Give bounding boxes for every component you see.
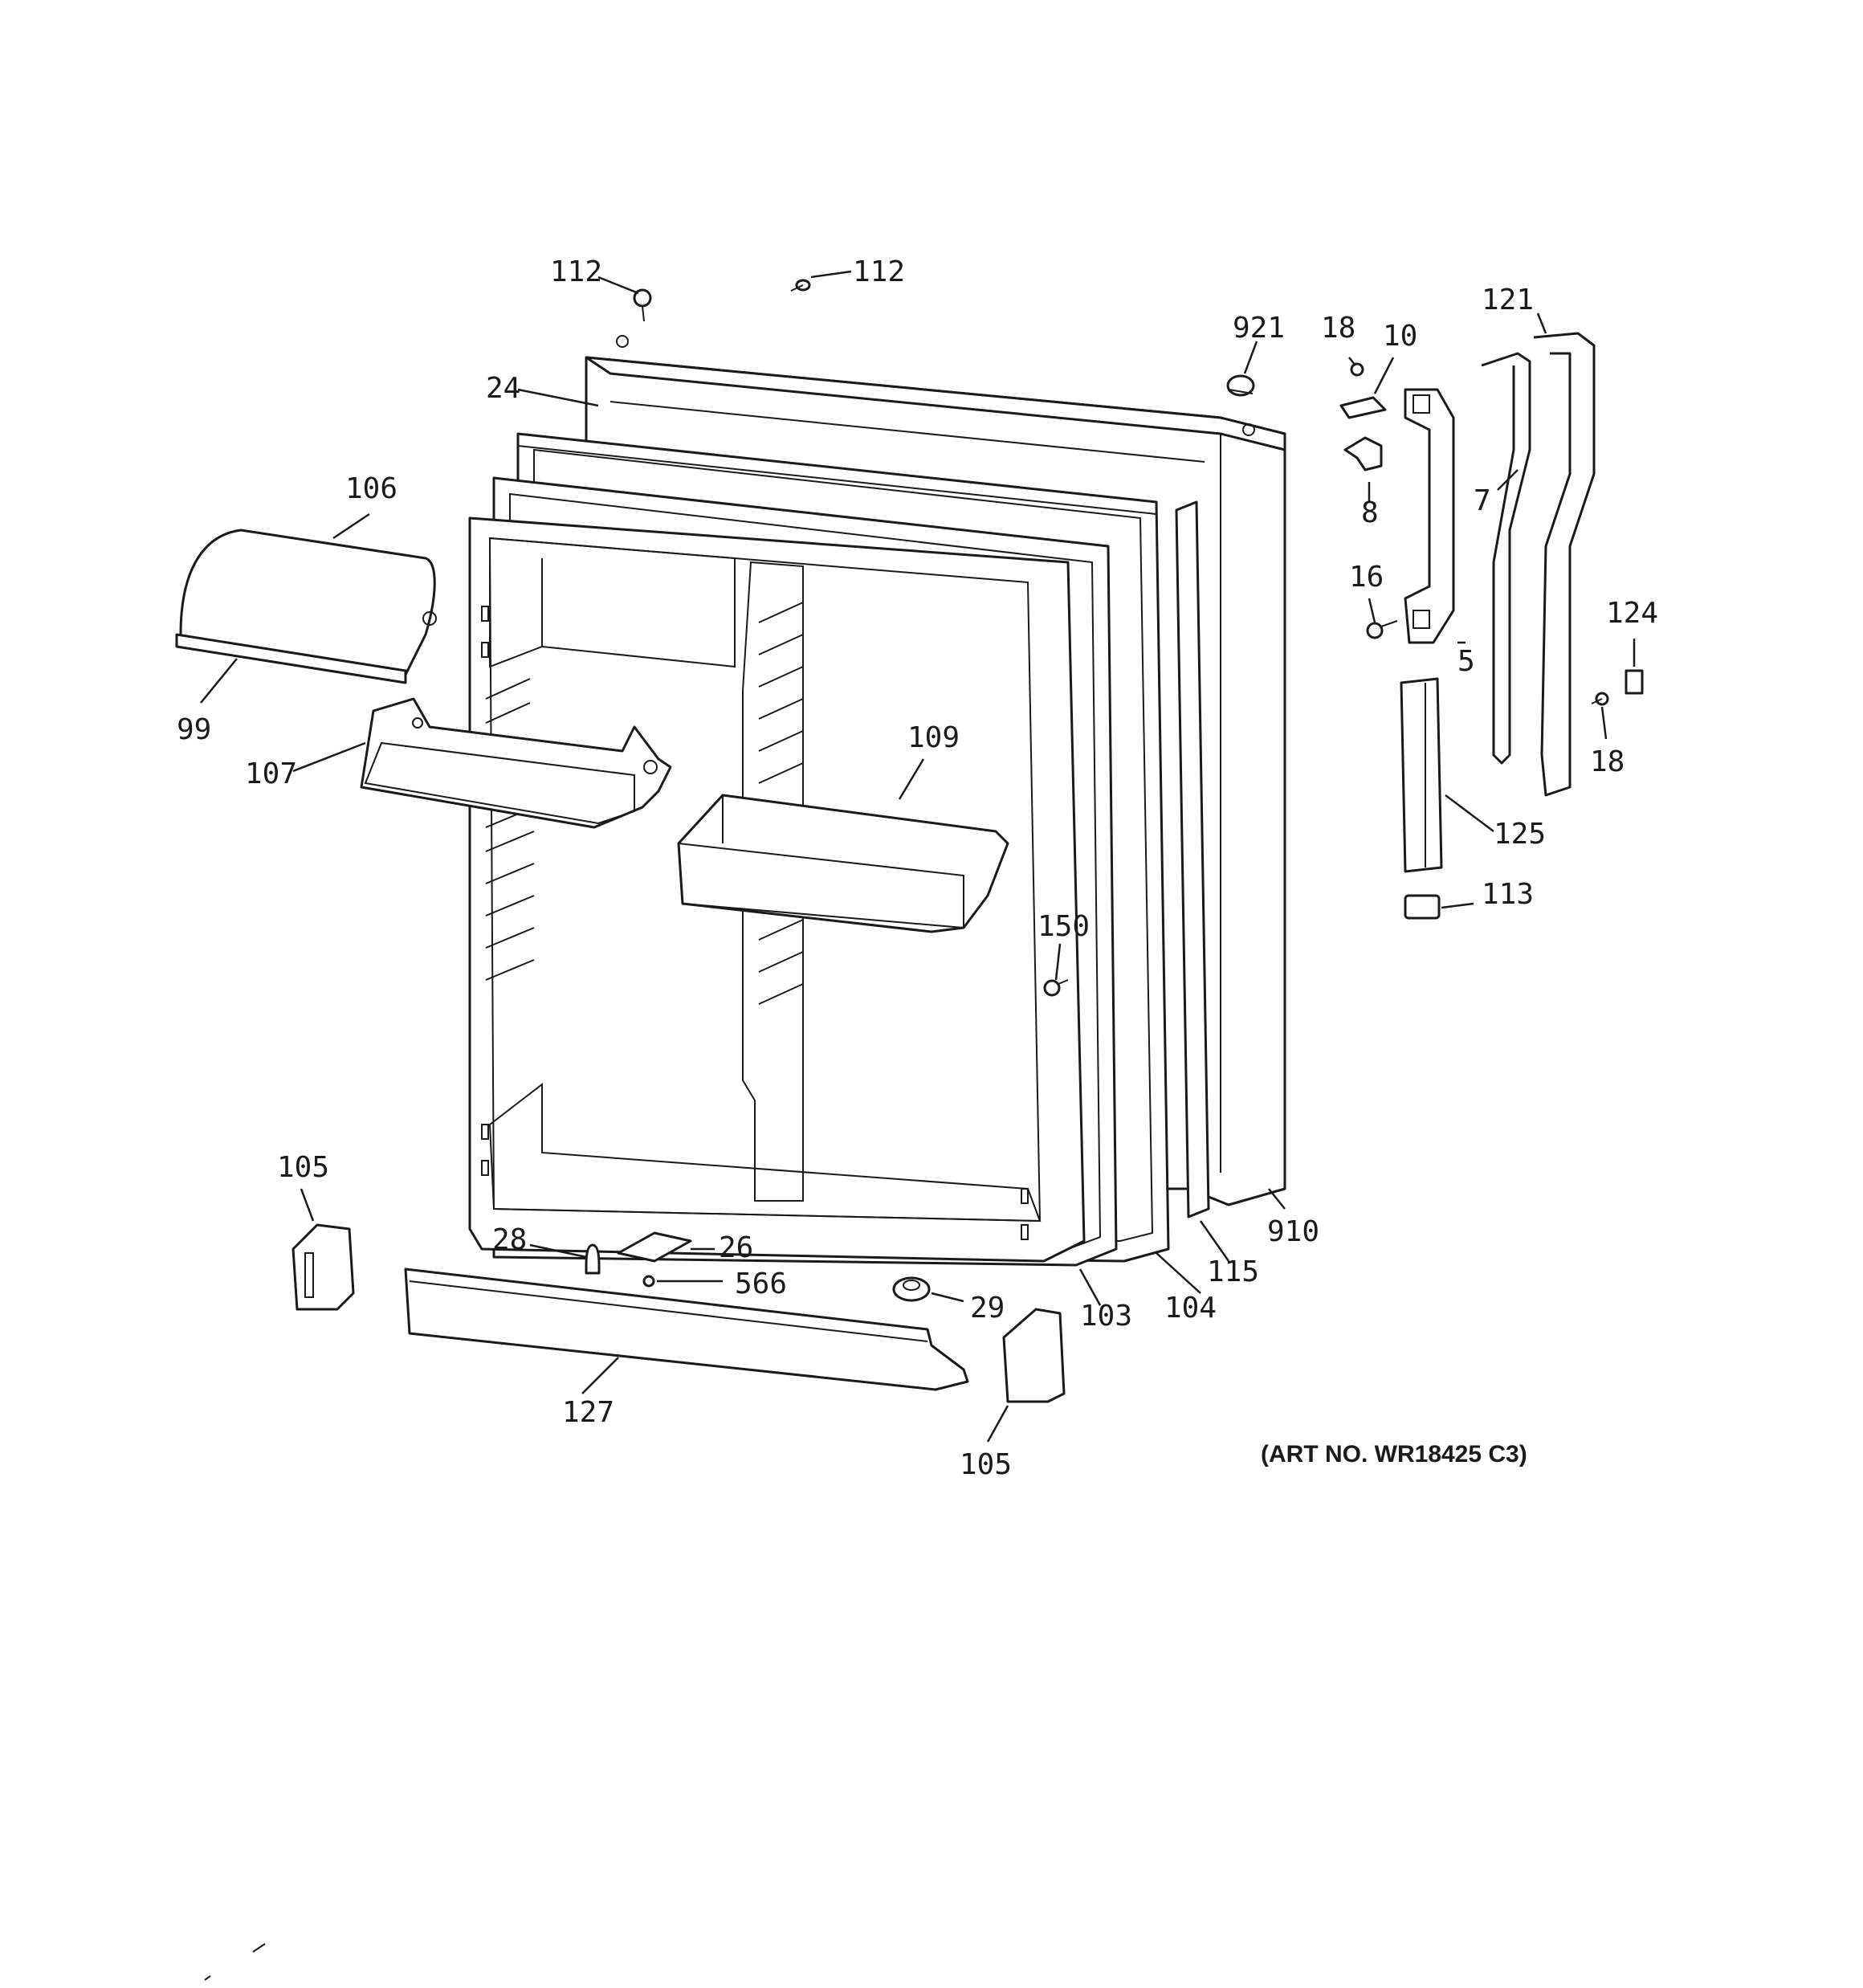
shelf-cover	[175, 529, 437, 684]
gasket-strip	[1175, 500, 1210, 1219]
hinge-bracket-121	[1533, 332, 1596, 797]
hinge-pin-113	[1404, 894, 1441, 920]
callout-121: 121	[1482, 284, 1534, 316]
hinge-bracket-7	[1481, 352, 1531, 765]
callout-105a: 105	[277, 1151, 329, 1184]
screw-112-side	[790, 279, 811, 292]
leader-lines	[200, 270, 1636, 1443]
callout-7: 7	[1474, 484, 1491, 517]
plate-26	[617, 1231, 692, 1263]
callout-labels: 112 112 921 18 10 121 24 8 7 106 16 124 …	[177, 255, 1658, 1481]
screw-150	[1043, 979, 1069, 997]
kick-plate-127	[404, 1268, 969, 1391]
hinge-clip-124	[1625, 669, 1644, 695]
callout-10: 10	[1383, 320, 1417, 353]
callout-112a: 112	[550, 255, 602, 288]
callout-18a: 18	[1321, 312, 1355, 345]
callout-24: 24	[486, 372, 520, 405]
callout-105b: 105	[960, 1448, 1012, 1481]
hinge-cover-105-left	[291, 1223, 355, 1311]
screw-16	[1366, 620, 1398, 639]
art-number: (ART NO. WR18425 C3)	[1261, 1441, 1527, 1468]
callout-910: 910	[1267, 1215, 1319, 1248]
screw-566	[642, 1275, 655, 1288]
callout-28: 28	[492, 1223, 527, 1256]
callout-103: 103	[1080, 1300, 1132, 1333]
callout-26: 26	[719, 1231, 753, 1264]
hinge-cover-125	[1400, 677, 1443, 873]
screw-112-top	[633, 288, 652, 322]
callout-18b: 18	[1590, 745, 1625, 778]
callout-127: 127	[562, 1396, 614, 1429]
callout-29: 29	[970, 1292, 1005, 1325]
door-shelf-small	[360, 697, 672, 829]
screw-18-top	[1350, 362, 1364, 377]
callout-921: 921	[1233, 312, 1285, 345]
callout-566: 566	[735, 1268, 787, 1300]
callout-124: 124	[1606, 597, 1658, 630]
bumper-29	[892, 1276, 931, 1302]
callout-115: 115	[1207, 1255, 1259, 1288]
callout-106: 106	[345, 472, 397, 505]
hinge-part-10	[1339, 396, 1387, 419]
callout-107: 107	[245, 757, 297, 790]
callout-150: 150	[1037, 910, 1090, 943]
callout-5: 5	[1457, 645, 1475, 678]
callout-109: 109	[907, 721, 960, 754]
callout-113: 113	[1482, 878, 1534, 911]
callout-125: 125	[1494, 818, 1546, 851]
hinge-cover-105-right	[1002, 1308, 1066, 1403]
plug-28	[585, 1243, 601, 1275]
hinge-part-8	[1343, 436, 1383, 471]
callout-104: 104	[1164, 1292, 1217, 1325]
scan-marks	[204, 1943, 266, 1981]
callout-99: 99	[177, 713, 211, 746]
screw-18-side	[1591, 692, 1609, 706]
door-bin	[677, 794, 1009, 933]
plug-button	[1226, 374, 1255, 397]
callout-8: 8	[1361, 496, 1379, 529]
handle-5	[1404, 388, 1455, 644]
callout-16: 16	[1349, 561, 1384, 594]
callout-112b: 112	[853, 255, 905, 288]
